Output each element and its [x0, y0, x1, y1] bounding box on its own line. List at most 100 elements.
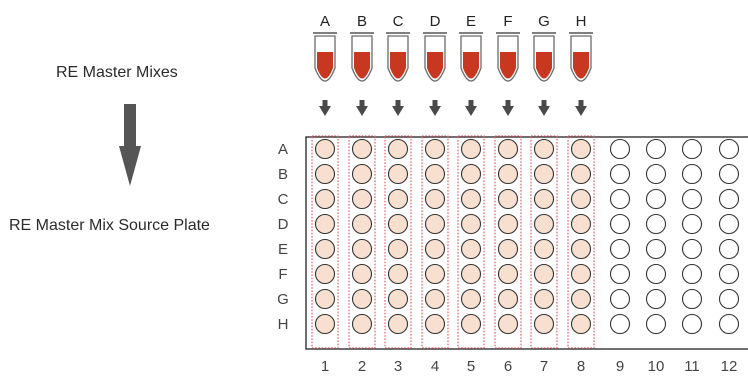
tube-label-d: D [430, 13, 441, 30]
tube-liquid-c [390, 52, 406, 79]
small-arrow-shaft-g [541, 100, 547, 107]
master-mixes-label: RE Master Mixes [56, 64, 178, 81]
well-D10 [645, 213, 667, 235]
well-F4 [424, 263, 446, 285]
column-label-1: 1 [321, 358, 329, 375]
well-D7 [533, 213, 555, 235]
column-label-8: 8 [577, 358, 585, 375]
well-C4 [424, 188, 446, 210]
column-highlight-8 [567, 135, 595, 349]
tube-label-a: A [320, 13, 330, 30]
well-D2 [351, 213, 373, 235]
column-highlight-1 [311, 135, 339, 349]
well-H7 [533, 313, 555, 335]
tube-label-e: E [466, 13, 476, 30]
column-label-10: 10 [648, 358, 665, 375]
well-H1 [314, 313, 336, 335]
well-B9 [609, 163, 631, 185]
well-E2 [351, 238, 373, 260]
well-A11 [681, 138, 703, 160]
small-arrow-shaft-a [322, 100, 328, 107]
well-A8 [570, 138, 592, 160]
column-label-4: 4 [431, 358, 439, 375]
well-E11 [681, 238, 703, 260]
tube-label-b: B [357, 13, 367, 30]
tube-label-c: C [393, 13, 404, 30]
well-G4 [424, 288, 446, 310]
tube-label-g: G [538, 13, 550, 30]
column-label-7: 7 [540, 358, 548, 375]
well-E9 [609, 238, 631, 260]
column-highlight-3 [384, 135, 412, 349]
column-highlight-6 [494, 135, 522, 349]
well-E4 [424, 238, 446, 260]
well-C9 [609, 188, 631, 210]
small-arrow-shaft-f [505, 100, 511, 107]
well-F12 [718, 263, 740, 285]
well-F6 [497, 263, 519, 285]
well-H2 [351, 313, 373, 335]
well-D11 [681, 213, 703, 235]
well-C7 [533, 188, 555, 210]
well-E6 [497, 238, 519, 260]
well-F7 [533, 263, 555, 285]
small-arrow-shaft-c [395, 100, 401, 107]
tube-liquid-g [536, 52, 552, 79]
well-E1 [314, 238, 336, 260]
well-F8 [570, 263, 592, 285]
well-G1 [314, 288, 336, 310]
well-grid [314, 138, 740, 335]
well-C1 [314, 188, 336, 210]
small-arrow-shaft-h [578, 100, 584, 107]
column-label-6: 6 [504, 358, 512, 375]
small-arrow-icon-b [356, 106, 368, 116]
well-H12 [718, 313, 740, 335]
well-A12 [718, 138, 740, 160]
well-H10 [645, 313, 667, 335]
well-B4 [424, 163, 446, 185]
tube-label-h: H [576, 13, 587, 30]
small-arrow-icon-d [429, 106, 441, 116]
small-arrow-icon-h [575, 106, 587, 116]
well-A1 [314, 138, 336, 160]
row-label-h: H [278, 316, 289, 333]
tube-liquid-d [427, 52, 443, 79]
small-arrow-icon-e [465, 106, 477, 116]
well-H8 [570, 313, 592, 335]
well-D3 [387, 213, 409, 235]
well-B6 [497, 163, 519, 185]
plate-frame [305, 136, 748, 350]
row-label-f: F [278, 266, 287, 283]
well-G11 [681, 288, 703, 310]
well-E12 [718, 238, 740, 260]
well-G2 [351, 288, 373, 310]
column-highlight-2 [348, 135, 376, 349]
well-A4 [424, 138, 446, 160]
well-F11 [681, 263, 703, 285]
well-B1 [314, 163, 336, 185]
well-C11 [681, 188, 703, 210]
small-arrow-icon-g [538, 106, 550, 116]
small-arrow-shaft-b [359, 100, 365, 107]
column-highlights [311, 135, 595, 349]
column-label-9: 9 [616, 358, 624, 375]
column-label-2: 2 [358, 358, 366, 375]
tube-liquid-f [500, 52, 516, 79]
well-E8 [570, 238, 592, 260]
well-D1 [314, 213, 336, 235]
column-highlight-5 [457, 135, 485, 349]
well-D6 [497, 213, 519, 235]
well-D12 [718, 213, 740, 235]
tube-liquid-h [573, 52, 589, 79]
small-arrow-icon-a [319, 106, 331, 116]
well-F2 [351, 263, 373, 285]
well-A6 [497, 138, 519, 160]
well-G3 [387, 288, 409, 310]
small-arrow-icon-c [392, 106, 404, 116]
well-C10 [645, 188, 667, 210]
well-F10 [645, 263, 667, 285]
well-H11 [681, 313, 703, 335]
column-highlight-4 [421, 135, 449, 349]
row-label-b: B [278, 166, 288, 183]
column-highlight-7 [530, 135, 558, 349]
